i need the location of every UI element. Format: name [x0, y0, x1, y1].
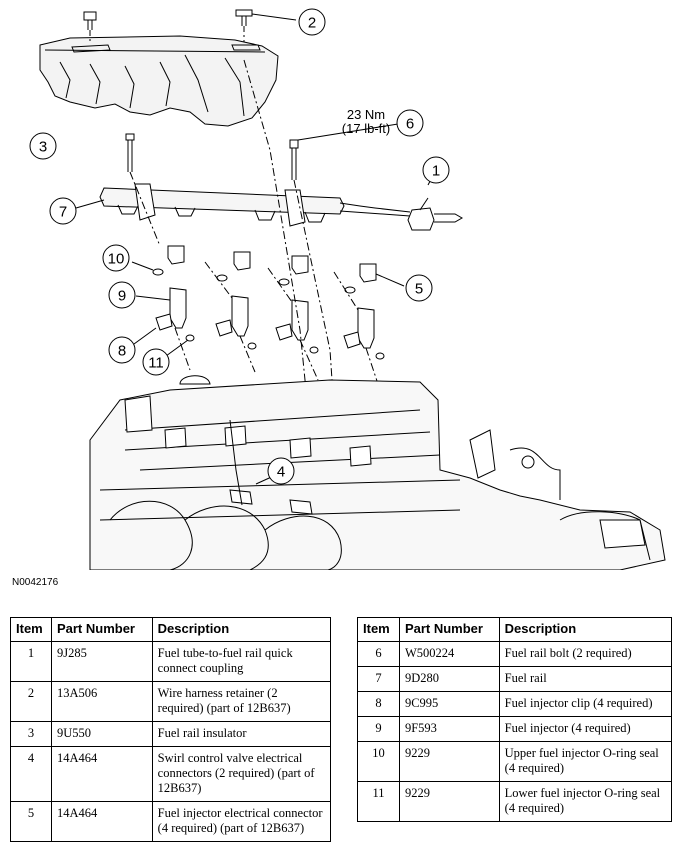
table-row: 10 9229 Upper fuel injector O-ring seal …	[357, 741, 673, 782]
cell-item: 6	[357, 641, 400, 667]
fuel-rail-bolt	[125, 123, 399, 180]
cell-description: Swirl control valve electrical connector…	[151, 746, 332, 802]
quick-connect-coupling	[407, 169, 464, 231]
callout-label: 10	[108, 251, 125, 268]
table-row: 6 W500224 Fuel rail bolt (2 required)	[357, 641, 673, 667]
callout-9	[108, 281, 136, 309]
callout-label: 11	[148, 355, 164, 372]
callout-label: 3	[39, 139, 47, 156]
cell-item: 9	[357, 716, 400, 742]
header-item: Item	[10, 617, 52, 642]
cell-item: 4	[10, 746, 52, 802]
callout-label: 8	[118, 343, 126, 360]
callout-8	[108, 336, 136, 364]
cell-part-number: 9U550	[50, 721, 153, 747]
injector-connectors	[167, 245, 405, 287]
cell-item: 3	[10, 721, 52, 747]
table-row: 2 13A506 Wire harness retainer (2 requir…	[10, 681, 332, 722]
cell-part-number: 14A464	[50, 746, 153, 802]
fuel-rail-insulator	[39, 35, 279, 127]
cell-description: Lower fuel injector O-ring seal (4 requi…	[498, 781, 673, 822]
callout-circles	[29, 8, 450, 485]
callout-3	[29, 132, 57, 160]
wire-harness-retainer	[83, 9, 297, 44]
table-row: 8 9C995 Fuel injector clip (4 required)	[357, 691, 673, 717]
callout-label: 2	[308, 15, 316, 32]
cell-part-number: 9C995	[398, 691, 500, 717]
cell-part-number: W500224	[398, 641, 500, 667]
callout-11	[142, 348, 170, 376]
table-header-row: Item Part Number Description	[357, 617, 673, 642]
parts-table-left: Item Part Number Description 1 9J285 Fue…	[10, 617, 332, 842]
cell-item: 7	[357, 666, 400, 692]
cell-part-number: 9F593	[398, 716, 500, 742]
cell-item: 11	[357, 781, 400, 822]
cell-description: Wire harness retainer (2 required) (part…	[151, 681, 332, 722]
engine-assembly	[89, 375, 666, 570]
torque-nm: 23 Nm	[347, 107, 385, 122]
callout-6	[396, 109, 424, 137]
injector-clips	[133, 313, 361, 349]
fuel-rail	[75, 183, 411, 227]
cell-part-number: 13A506	[50, 681, 153, 722]
cell-description: Fuel rail bolt (2 required)	[498, 641, 673, 667]
cell-item: 5	[10, 801, 52, 842]
callout-1	[422, 156, 450, 184]
callout-label: 5	[415, 281, 423, 298]
cell-part-number: 9229	[398, 781, 500, 822]
cell-part-number: 9229	[398, 741, 500, 782]
callout-label: 4	[277, 464, 285, 481]
upper-o-rings	[131, 261, 356, 294]
cell-description: Fuel rail	[498, 666, 673, 692]
callout-7	[49, 197, 77, 225]
torque-lbft: (17 lb-ft)	[342, 121, 390, 136]
cell-part-number: 9J285	[50, 641, 153, 682]
cell-item: 8	[357, 691, 400, 717]
table-row: 11 9229 Lower fuel injector O-ring seal …	[357, 781, 673, 822]
lower-o-rings	[165, 334, 385, 360]
cell-description: Upper fuel injector O-ring seal (4 requi…	[498, 741, 673, 782]
callout-label: 9	[118, 288, 126, 305]
callout-label: 6	[406, 116, 414, 133]
table-row: 4 14A464 Swirl control valve electrical …	[10, 746, 332, 802]
header-item: Item	[357, 617, 400, 642]
header-part-number: Part Number	[398, 617, 500, 642]
table-row: 3 9U550 Fuel rail insulator	[10, 721, 332, 747]
parts-table-right: Item Part Number Description 6 W500224 F…	[357, 617, 673, 822]
cell-item: 1	[10, 641, 52, 682]
table-row: 7 9D280 Fuel rail	[357, 666, 673, 692]
callout-4	[267, 457, 295, 485]
table-header-row: Item Part Number Description	[10, 617, 332, 642]
cell-description: Fuel injector electrical connector (4 re…	[151, 801, 332, 842]
callout-label: 1	[432, 163, 440, 180]
callout-label: 7	[59, 204, 67, 221]
cell-item: 10	[357, 741, 400, 782]
cell-part-number: 14A464	[50, 801, 153, 842]
figure-id: N0042176	[12, 577, 59, 588]
cell-item: 2	[10, 681, 52, 722]
callout-10	[102, 244, 130, 272]
header-part-number: Part Number	[50, 617, 153, 642]
callout-5	[405, 274, 433, 302]
exploded-view-diagram: 1 2 3 4 5 6 7 8 9 10 11 23 Nm (17 lb-ft)	[29, 8, 666, 570]
table-row: 5 14A464 Fuel injector electrical connec…	[10, 801, 332, 842]
cell-description: Fuel injector clip (4 required)	[498, 691, 673, 717]
header-description: Description	[151, 617, 332, 642]
fuel-injectors	[135, 287, 375, 349]
cell-description: Fuel injector (4 required)	[498, 716, 673, 742]
callout-2	[298, 8, 326, 36]
cell-description: Fuel tube-to-fuel rail quick connect cou…	[151, 641, 332, 682]
table-row: 9 9F593 Fuel injector (4 required)	[357, 716, 673, 742]
header-description: Description	[498, 617, 673, 642]
cell-part-number: 9D280	[398, 666, 500, 692]
cell-description: Fuel rail insulator	[151, 721, 332, 747]
table-row: 1 9J285 Fuel tube-to-fuel rail quick con…	[10, 641, 332, 682]
